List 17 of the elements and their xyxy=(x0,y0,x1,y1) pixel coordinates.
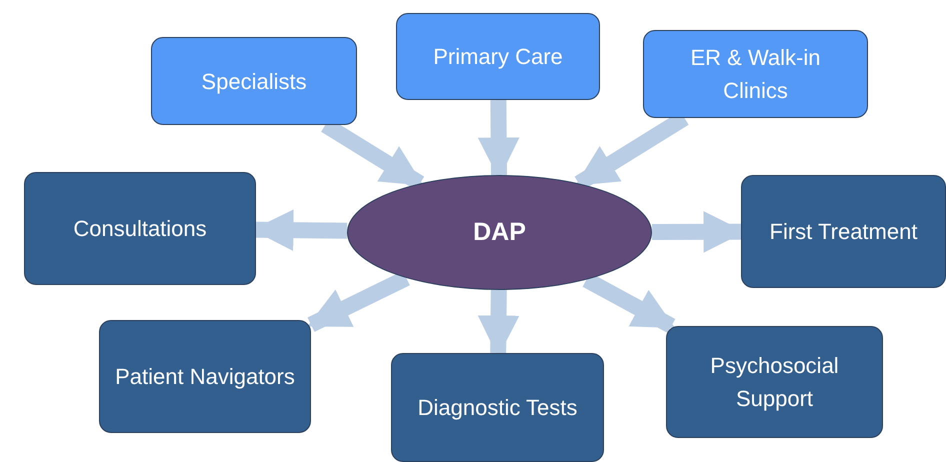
service-box xyxy=(24,172,256,285)
service-box xyxy=(643,30,868,118)
service-box xyxy=(666,326,883,438)
node-label: Consultations xyxy=(73,215,207,243)
service-box xyxy=(151,37,357,125)
node-label: First Treatment xyxy=(770,218,918,246)
service-box xyxy=(396,13,600,100)
node-label: Diagnostic Tests xyxy=(418,394,578,422)
node-label: DAP xyxy=(473,216,526,248)
service-box xyxy=(741,175,946,288)
node-label: Primary Care xyxy=(433,43,563,71)
node-label: ER & Walk-in Clinics xyxy=(690,44,822,105)
node-label: Patient Navigators xyxy=(115,363,295,391)
node-label: Psychosocial Support xyxy=(709,352,840,413)
node-label: Specialists xyxy=(201,68,307,96)
service-box xyxy=(391,353,604,462)
service-box xyxy=(99,320,311,433)
